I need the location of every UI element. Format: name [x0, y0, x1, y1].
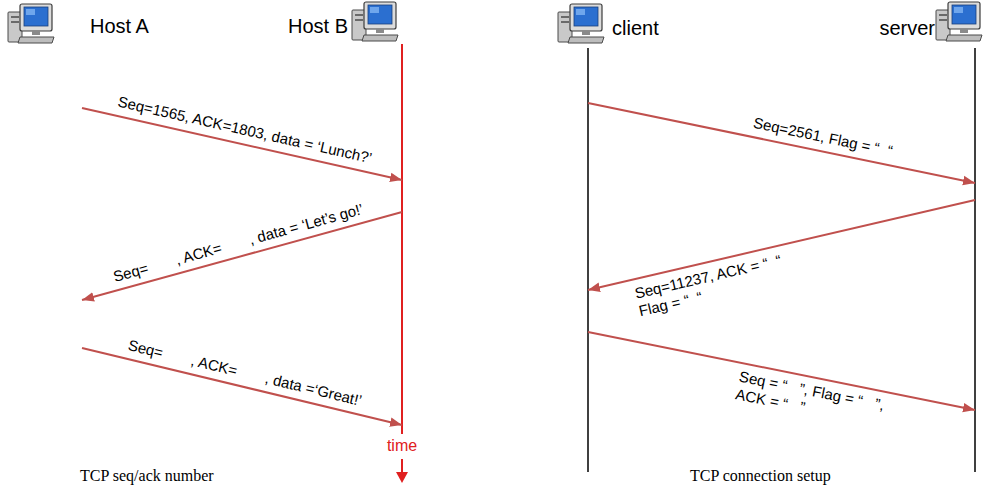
segment-label: Seq=11237, ACK = “ “ Flag = “ “	[633, 247, 802, 319]
computer-icon	[8, 4, 54, 43]
lifeline	[974, 48, 976, 472]
time-axis	[401, 44, 403, 434]
time-axis	[401, 459, 403, 474]
segment-label: Seq=2561, Flag = “ “	[752, 114, 894, 160]
computer-icon	[352, 2, 398, 41]
segment-arrow	[82, 108, 402, 180]
host-label: server	[879, 16, 935, 40]
host-label: Host B	[288, 14, 348, 38]
segment-arrow	[82, 212, 402, 300]
caption: TCP seq/ack number	[80, 466, 214, 486]
segment-arrow	[588, 103, 975, 183]
segment-label: Seq= , ACK= , data =‘Great!’	[126, 336, 363, 410]
computer-icon	[558, 4, 604, 43]
caption: TCP connection setup	[690, 466, 831, 486]
host-column: Host A	[82, 14, 149, 470]
time-label: time	[387, 437, 417, 455]
lifeline	[587, 48, 589, 472]
segment-label: Seq = “ ”, Flag = “ ”, ACK = “ ”	[734, 368, 898, 435]
host-label: Host A	[90, 14, 149, 38]
segment-label: Seq= , ACK= , data = ‘Let’s go!’	[111, 200, 365, 286]
host-column: client	[588, 16, 659, 470]
computer-icon	[936, 2, 982, 41]
segment-arrow	[82, 348, 402, 425]
segment-label: Seq=1565, ACK=1803, data = ‘Lunch?’	[116, 93, 373, 168]
time-arrowhead	[396, 472, 408, 483]
host-label: client	[612, 16, 659, 40]
host-column: server	[879, 16, 975, 470]
